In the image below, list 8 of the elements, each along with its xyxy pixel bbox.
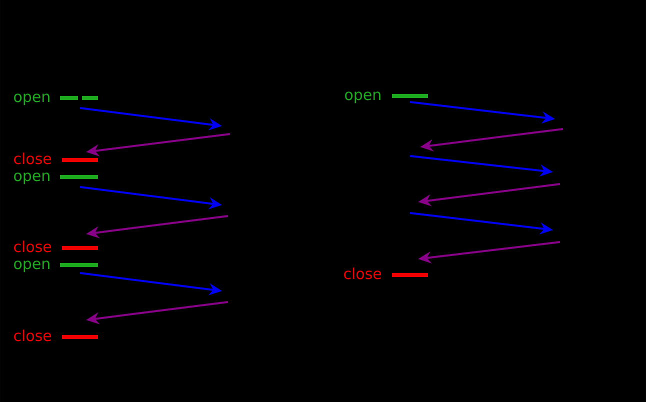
event-label: close <box>14 240 52 252</box>
event-label: open <box>14 172 50 184</box>
event-label: close <box>14 330 52 342</box>
event-label: close <box>344 268 382 280</box>
event-label: close <box>14 152 52 164</box>
event-label: open <box>14 94 50 106</box>
event-label: open <box>14 260 50 272</box>
event-label: open <box>345 92 380 104</box>
